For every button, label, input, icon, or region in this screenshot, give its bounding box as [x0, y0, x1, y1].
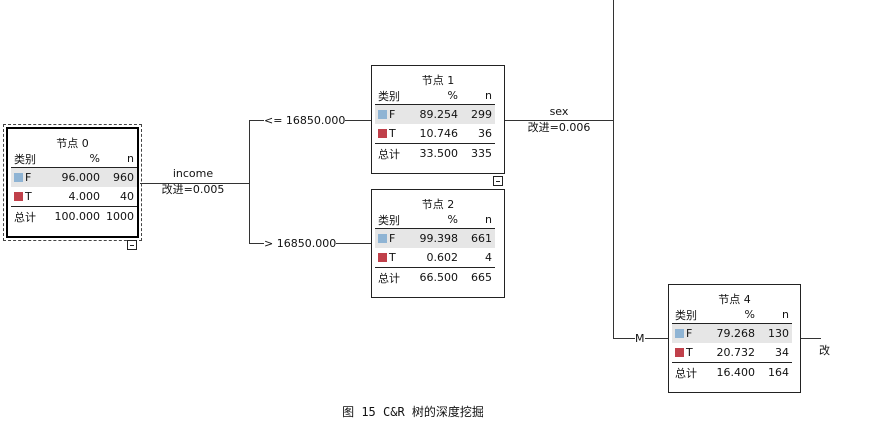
- tree-node-0[interactable]: 节点 0 类别 % n F 96.000 960 T 4.000 40 总计 1…: [3, 124, 142, 241]
- row-n: 40: [120, 190, 134, 203]
- table-row: F 89.254 299: [375, 104, 495, 124]
- table-row: T 0.602 4: [375, 248, 495, 268]
- row-label: T: [25, 190, 32, 203]
- connector-line: [801, 338, 821, 339]
- swatch-f-icon: [378, 234, 387, 243]
- node-table: 类别 % n F 96.000 960 T 4.000 40 总计 100.00…: [11, 150, 137, 226]
- node-title: 节点 0: [56, 137, 89, 150]
- split-label-income: income 改进=0.005: [158, 166, 228, 198]
- total-n: 164: [758, 362, 792, 382]
- row-label: T: [686, 346, 693, 359]
- table-row: F 96.000 960: [11, 167, 137, 187]
- row-n: 299: [461, 104, 495, 124]
- row-n: 4: [485, 251, 492, 264]
- split-variable: income: [172, 167, 214, 180]
- table-row: F 79.268 130: [672, 323, 792, 343]
- swatch-t-icon: [675, 348, 684, 357]
- total-label: 总计: [375, 143, 403, 163]
- row-n: 36: [478, 127, 492, 140]
- col-header-percent: %: [403, 87, 461, 105]
- row-label: T: [389, 127, 396, 140]
- swatch-t-icon: [378, 129, 387, 138]
- total-row: 总计 33.500 335: [375, 143, 495, 163]
- total-label: 总计: [672, 362, 700, 382]
- row-label: F: [389, 108, 396, 121]
- total-row: 总计 100.000 1000: [11, 206, 137, 226]
- connector-line: [505, 120, 613, 121]
- col-header-percent: %: [700, 306, 758, 324]
- row-label: F: [389, 232, 396, 245]
- connector-line: [249, 120, 250, 243]
- total-n: 1000: [103, 206, 137, 226]
- split-variable: sex: [549, 105, 569, 118]
- row-n: 34: [775, 346, 789, 359]
- connector-line: [613, 0, 614, 338]
- tree-node-4[interactable]: 节点 4 类别 % n F 79.268 130 T 20.732 34 总计 …: [668, 284, 801, 393]
- connector-line: [140, 183, 250, 184]
- swatch-f-icon: [378, 110, 387, 119]
- row-percent: 0.602: [426, 251, 459, 264]
- total-n: 665: [461, 267, 495, 287]
- total-label: 总计: [11, 206, 39, 226]
- node-title: 节点 4: [718, 293, 751, 306]
- tree-canvas: income 改进=0.005 sex 改进=0.006 <= 16850.00…: [3, 0, 830, 393]
- col-header-category: 类别: [672, 306, 700, 324]
- row-label: T: [389, 251, 396, 264]
- total-row: 总计 66.500 665: [375, 267, 495, 287]
- col-header-n: n: [461, 211, 495, 229]
- total-label: 总计: [375, 267, 403, 287]
- row-label: F: [686, 327, 693, 340]
- total-percent: 66.500: [403, 267, 461, 287]
- col-header-n: n: [461, 87, 495, 105]
- node-title: 节点 1: [421, 74, 455, 87]
- total-percent: 100.000: [39, 206, 103, 226]
- col-header-category: 类别: [11, 150, 39, 168]
- row-percent: 79.268: [700, 323, 758, 343]
- figure-caption: 图 15 C&R 树的深度挖掘: [342, 405, 484, 419]
- row-n: 661: [461, 228, 495, 248]
- collapse-icon[interactable]: [127, 240, 137, 250]
- total-percent: 16.400: [700, 362, 758, 382]
- row-percent: 4.000: [68, 190, 101, 203]
- total-row: 总计 16.400 164: [672, 362, 792, 382]
- edge-label-m: M: [635, 332, 645, 345]
- col-header-percent: %: [403, 211, 461, 229]
- row-label: F: [25, 171, 32, 184]
- collapse-icon[interactable]: [493, 176, 503, 186]
- col-header-category: 类别: [375, 87, 403, 105]
- total-percent: 33.500: [403, 143, 461, 163]
- swatch-f-icon: [14, 173, 23, 182]
- col-header-n: n: [758, 306, 792, 324]
- col-header-category: 类别: [375, 211, 403, 229]
- split-label-sex: sex 改进=0.006: [524, 104, 594, 136]
- table-row: F 99.398 661: [375, 228, 495, 248]
- node-title: 节点 2: [421, 198, 455, 211]
- tree-node-2[interactable]: 节点 2 类别 % n F 99.398 661 T 0.602 4 总计 66…: [371, 189, 505, 298]
- tree-node-1[interactable]: 节点 1 类别 % n F 89.254 299 T 10.746 36 总计 …: [371, 65, 505, 174]
- node-table: 类别 % n F 89.254 299 T 10.746 36 总计 33.50…: [375, 87, 495, 163]
- row-percent: 99.398: [403, 228, 461, 248]
- row-n: 130: [758, 323, 792, 343]
- swatch-t-icon: [14, 192, 23, 201]
- col-header-n: n: [103, 150, 137, 168]
- row-percent: 20.732: [716, 346, 756, 359]
- col-header-percent: %: [39, 150, 103, 168]
- split-improvement: 改进=0.005: [161, 183, 225, 196]
- edge-label-le: <= 16850.000: [264, 114, 346, 127]
- node-table: 类别 % n F 99.398 661 T 0.602 4 总计 66.500 …: [375, 211, 495, 287]
- total-n: 335: [461, 143, 495, 163]
- swatch-f-icon: [675, 329, 684, 338]
- table-row: T 4.000 40: [11, 187, 137, 207]
- row-n: 960: [103, 167, 137, 187]
- table-row: T 10.746 36: [375, 124, 495, 144]
- split-improvement: 改进=0.006: [527, 121, 591, 134]
- node-table: 类别 % n F 79.268 130 T 20.732 34 总计 16.40…: [672, 306, 792, 382]
- row-percent: 96.000: [39, 167, 103, 187]
- truncated-split-label: 改: [819, 344, 830, 357]
- edge-label-gt: > 16850.000: [264, 237, 337, 250]
- row-percent: 89.254: [403, 104, 461, 124]
- table-row: T 20.732 34: [672, 343, 792, 363]
- swatch-t-icon: [378, 253, 387, 262]
- row-percent: 10.746: [419, 127, 459, 140]
